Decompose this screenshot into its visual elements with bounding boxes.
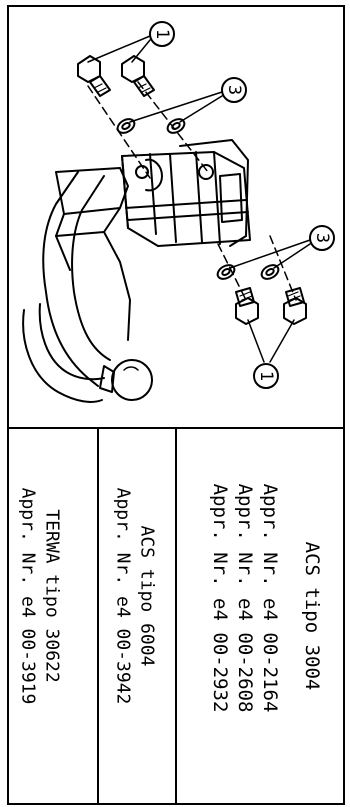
- washer-lower-left: [216, 264, 236, 280]
- approval-block-acs3004: ACS tipo 3004 Appr. Nr. e4 00-2164 Appr.…: [209, 484, 323, 713]
- acs3004-title: ACS tipo 3004: [301, 542, 323, 691]
- acs6004-title: ACS tipo 6004: [137, 526, 158, 667]
- callout-circle-3-top: [221, 77, 247, 103]
- mounting-block-face: [121, 151, 221, 245]
- washer-upper-right: [166, 118, 186, 134]
- acs3004-approval-line: Appr. Nr. e4 00-2932: [209, 484, 231, 713]
- tow-bar-upper-block: [55, 167, 129, 237]
- acs6004-approval-line: Appr. Nr. e4 00-3942: [113, 488, 134, 705]
- mounting-hole-top: [198, 164, 214, 180]
- callout-circle-1-bottom: [253, 363, 279, 389]
- acs3004-approval-line: Appr. Nr. e4 00-2164: [259, 484, 281, 713]
- tow-ball-neck: [99, 365, 115, 393]
- mounting-boss: [145, 158, 163, 192]
- tow-hitch-drawing: [22, 21, 335, 403]
- tow-ball: [111, 359, 153, 401]
- callout-label-washer-top: 3: [224, 85, 244, 95]
- mounting-block-plate: [179, 139, 249, 247]
- terwa-title: TERWA tipo 30622: [42, 509, 63, 682]
- callout-circle-1-top: [149, 21, 175, 47]
- terwa-approval-line: Appr. Nr. e4 00-3919: [18, 488, 39, 705]
- tow-bar-outline: [42, 171, 111, 387]
- bolt-upper-left: [77, 55, 111, 97]
- callout-label-bolt-bottom: 1: [256, 371, 276, 381]
- tow-ball-highlight: [123, 366, 139, 371]
- washer-lower-right: [260, 264, 280, 280]
- approval-block-terwa: TERWA tipo 30622 Appr. Nr. e4 00-3919: [18, 488, 63, 705]
- callout-circle-3-bottom: [309, 225, 335, 251]
- tow-bar-side: [55, 231, 131, 341]
- callout-label-bolt-top: 1: [152, 29, 172, 39]
- bolt-lower-right: [283, 287, 307, 325]
- tow-bar-neck: [22, 303, 105, 403]
- approval-block-acs6004: ACS tipo 6004 Appr. Nr. e4 00-3942: [113, 488, 158, 705]
- callout-label-washer-bottom: 3: [312, 233, 332, 243]
- block-lower-ribs: [125, 199, 249, 221]
- washer-upper-left: [116, 118, 136, 134]
- mounting-block-pocket: [219, 173, 243, 223]
- bolt-upper-right: [121, 55, 155, 97]
- acs3004-approval-line: Appr. Nr. e4 00-2608: [234, 484, 256, 713]
- leader-lines: [87, 35, 311, 363]
- bolt-lower-left: [235, 287, 259, 325]
